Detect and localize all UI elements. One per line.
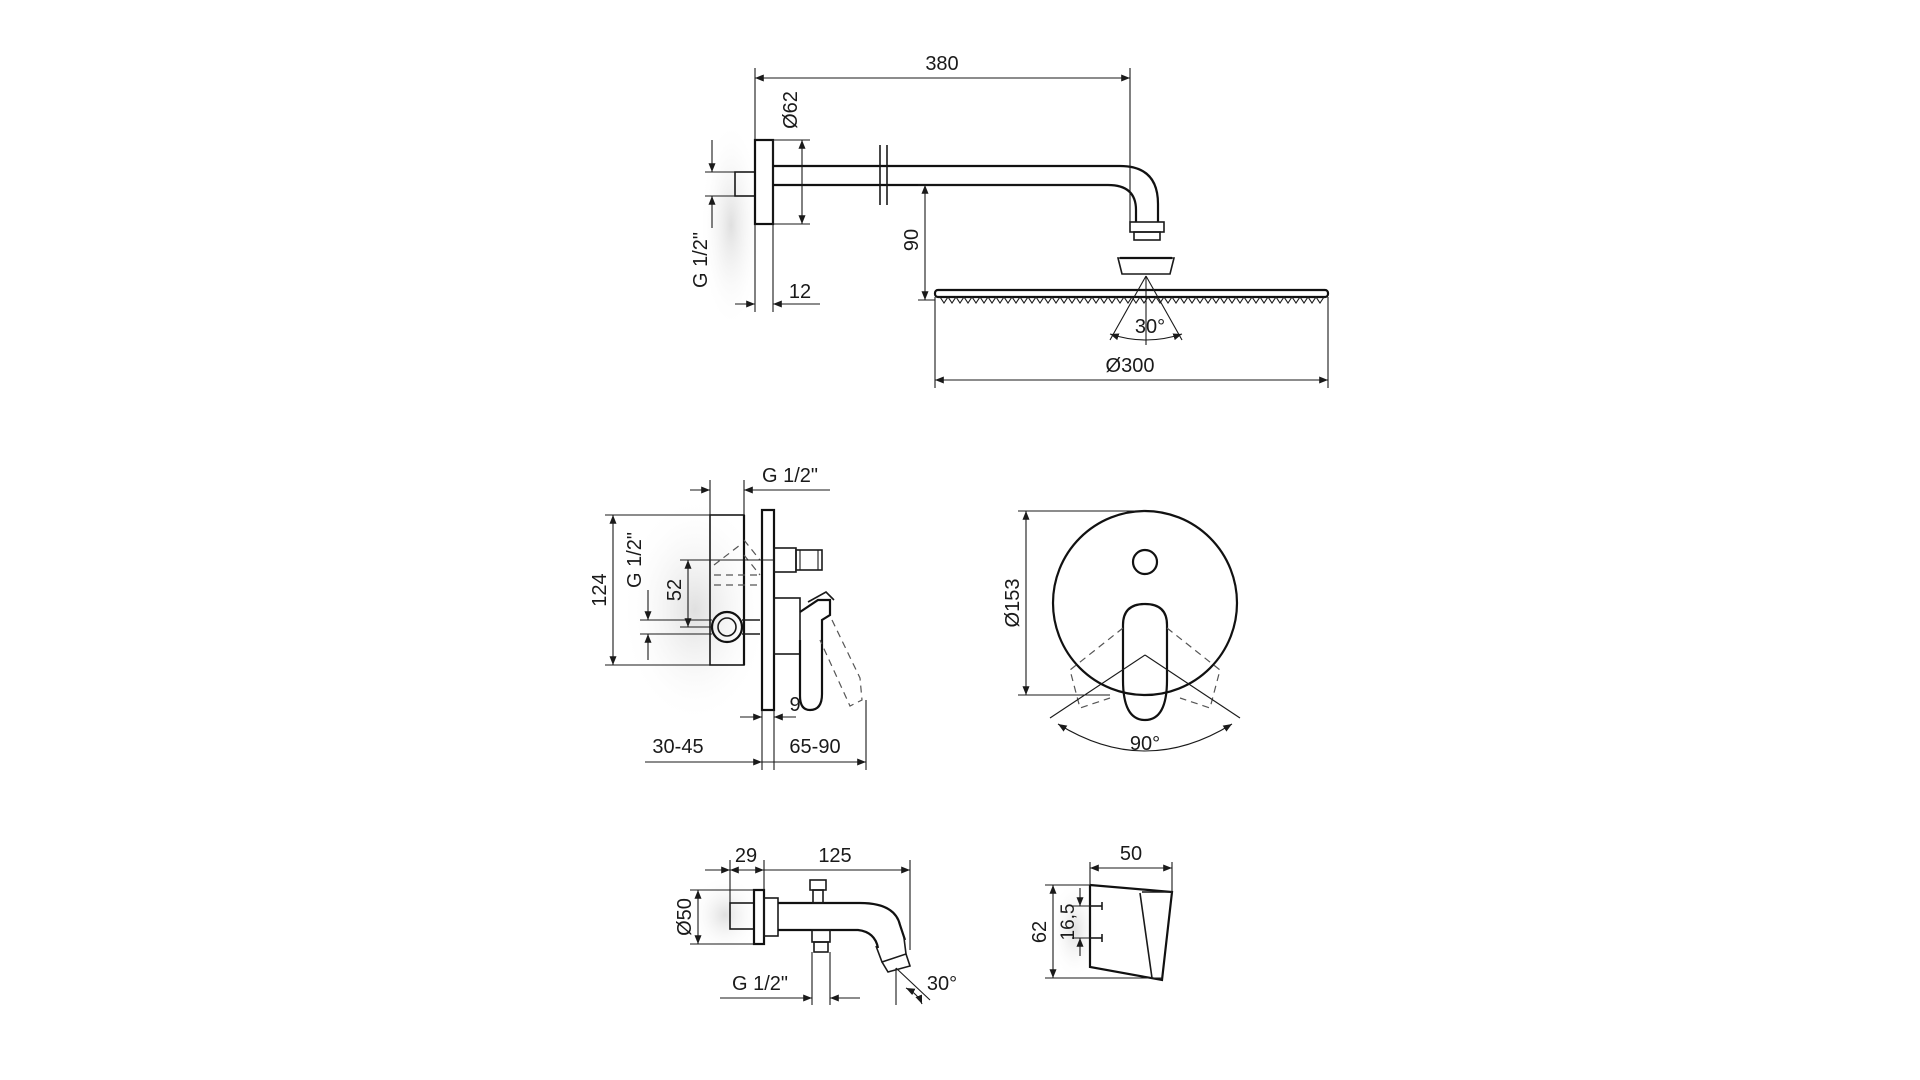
dim-flange-diameter-label: Ø62: [780, 91, 802, 129]
lever-alt-position: [819, 619, 863, 707]
holder-body: [1088, 883, 1174, 982]
diverter-knob: [809, 879, 827, 891]
dim-projection-label: 65-90: [789, 736, 840, 758]
wall-shade: [1050, 880, 1100, 980]
dim-width-label: 50: [1120, 843, 1142, 865]
holder-view: 50 62 16,5: [1029, 843, 1174, 982]
dim-height-label: 62: [1029, 921, 1051, 943]
lever-angle-arc: [1057, 723, 1233, 752]
mixer-front-view: 90° Ø153: [1002, 509, 1241, 755]
diverter-button: [1131, 548, 1159, 576]
dim-thread-label: G 1/2": [732, 973, 788, 995]
dim-plate-diameter-label: Ø153: [1002, 579, 1024, 628]
wall-shade: [620, 495, 770, 725]
dim-angle-label: 30°: [927, 973, 957, 995]
dim-side-thread-label: G 1/2": [624, 532, 646, 588]
mixer-side-view: G 1/2" 124 G 1/2" 52 9 30-45 65-90: [589, 465, 867, 770]
dim-spacing-label: 16,5: [1058, 904, 1079, 941]
dim-thread-label: G 1/2": [690, 232, 712, 288]
shower-arm: [773, 164, 1160, 222]
dim-plate-label: 9: [789, 694, 800, 716]
dim-drop-label: 90: [901, 229, 923, 251]
dim-length-label: 125: [818, 845, 851, 867]
spray-line: [1109, 275, 1147, 341]
dim-offset-label: 52: [664, 579, 686, 601]
handle-base: [773, 597, 801, 655]
lever-front: [1121, 602, 1169, 722]
shower-plate: [933, 288, 1330, 299]
dim-spray-angle-label: 30°: [1135, 316, 1165, 338]
dim-wall-depth-label: 30-45: [652, 736, 703, 758]
wall-shade: [690, 875, 760, 955]
dim-height-label: 124: [589, 573, 611, 606]
shower-head-view: 380 Ø62 G 1/2" 12 90 30° Ø300: [690, 53, 1330, 388]
ball-joint: [1116, 257, 1176, 275]
lever-right-position: [1166, 627, 1221, 709]
dim-length-label: 380: [925, 53, 958, 75]
spout-view: 29 125 Ø50 G 1/2" 30°: [674, 845, 957, 1005]
lever-left-position: [1069, 627, 1124, 709]
dim-flange-depth-label: 12: [789, 281, 811, 303]
spout-body: [778, 901, 907, 941]
dim-head-diameter-label: Ø300: [1106, 355, 1155, 377]
top-outlet: [773, 547, 797, 573]
dim-lever-angle-label: 90°: [1130, 733, 1160, 755]
nozzle-row: [939, 296, 1325, 304]
dim-diameter-label: Ø50: [674, 898, 696, 936]
dim-top-thread-label: G 1/2": [762, 465, 818, 487]
lever: [798, 598, 832, 712]
wall-shade: [700, 120, 762, 330]
dim-flange-depth-label: 29: [735, 845, 757, 867]
